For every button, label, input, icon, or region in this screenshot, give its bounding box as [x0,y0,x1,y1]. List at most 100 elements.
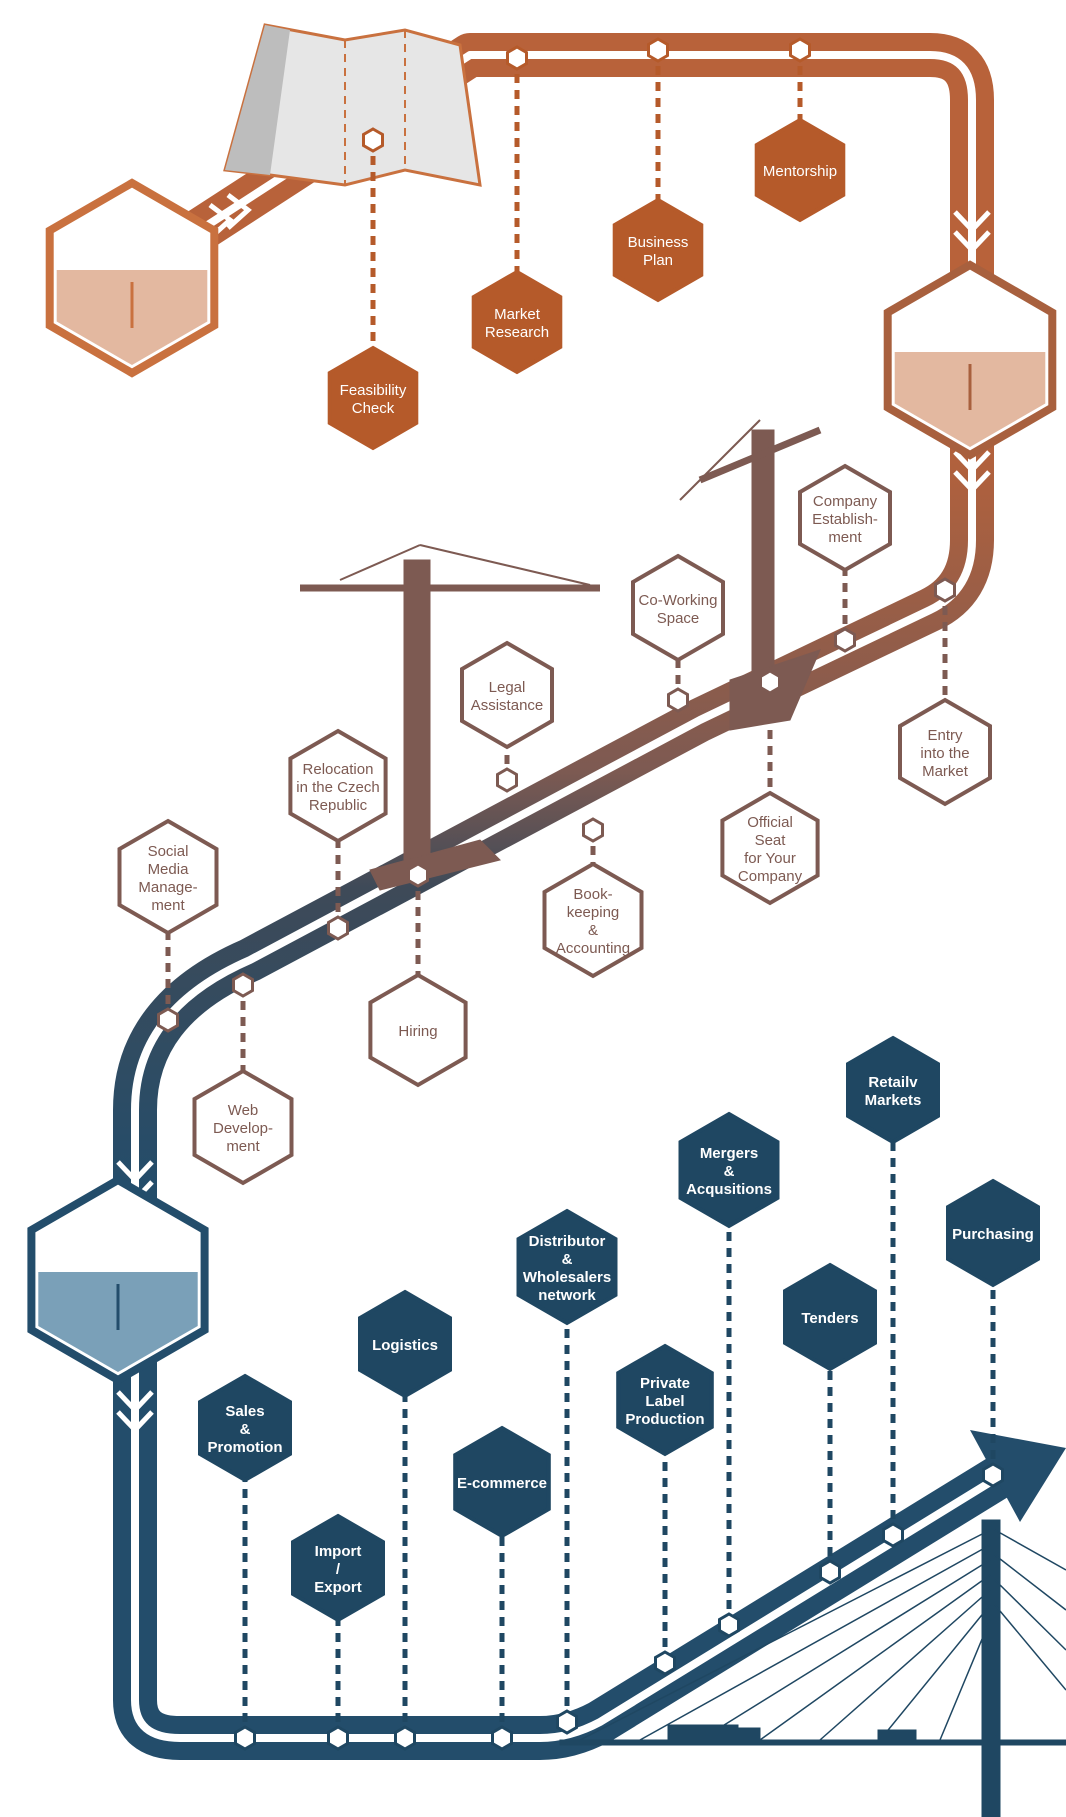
node-label: Co-Working [639,592,718,609]
plan-node-mentorship: Mentorship [754,37,846,223]
node-label: Legal [489,679,526,696]
node-label: Official [747,814,793,831]
node-label: Book- [573,886,612,903]
grow-node-sales-promotion: Sales&Promotion [198,1373,292,1751]
node-label: Plan [643,252,673,269]
road-node-marker [556,1709,578,1735]
node-label: Label [645,1393,684,1410]
implement-stage-hexagon [883,260,1057,460]
node-label: Social [148,843,189,860]
node-label: for Your [744,850,796,867]
node-label: Business [628,234,689,251]
crane-left [300,544,600,891]
node-label: ment [226,1138,260,1155]
road-node-marker [327,915,349,941]
node-label: ment [828,529,862,546]
road-node-marker [407,862,429,888]
node-label: Manage- [138,879,197,896]
node-label: Logistics [372,1337,438,1354]
node-label: Assistance [471,697,544,714]
road-node-marker [582,817,604,843]
stage-hexagons [27,178,1057,1385]
implement-node-book-keeping-accounting: Book-keeping&Accounting [542,817,644,979]
road-node-marker [654,1650,676,1676]
map-illustration [223,23,482,187]
node-label: Purchasing [952,1226,1034,1243]
road-node-marker [234,1725,256,1751]
node-label: Accounting [556,940,630,957]
bridge-illustration [559,1519,1066,1817]
road-node-marker [491,1725,513,1751]
node-label: ment [151,897,185,914]
node-label: Relocation [303,761,374,778]
node-label: Production [625,1411,704,1428]
service-nodes: FeasibilityCheckMarketResearchBusinessPl… [117,37,1040,1751]
grow-node-e-commerce: E-commerce [453,1425,551,1751]
node-label: Distributor [529,1233,606,1250]
grow-node-import-export: Import/Export [291,1513,385,1751]
road-node-marker [647,37,669,63]
node-label: Promotion [208,1439,283,1456]
road [113,33,1066,1760]
grow-stage-hexagon [27,1175,209,1385]
grow-node-purchasing: Purchasing [946,1178,1040,1488]
road-node-marker [327,1725,349,1751]
road-node-marker [496,767,518,793]
road-node-marker [232,972,254,998]
node-label: / [336,1561,341,1578]
node-label: Company [813,493,878,510]
road-node-marker [834,627,856,653]
node-label: Import [315,1543,362,1560]
node-label: Sales [225,1403,264,1420]
node-label: Market [922,763,969,780]
node-label: Mentorship [763,163,837,180]
road-node-marker [394,1725,416,1751]
road-node-marker [882,1522,904,1548]
road-chevrons [116,193,991,1434]
road-node-marker [819,1559,841,1585]
road-node-marker [362,127,384,153]
node-label: E-commerce [457,1475,547,1492]
node-label: Seat [755,832,787,849]
node-label: Check [352,400,395,417]
node-label: Establish- [812,511,878,528]
node-label: Develop- [213,1120,273,1137]
node-label: into the [920,745,969,762]
node-label: Entry [927,727,963,744]
node-label: Web [228,1102,259,1119]
node-label: Space [657,610,700,627]
node-label: & [588,922,598,939]
node-label: keeping [567,904,620,921]
road-node-marker [982,1462,1004,1488]
node-label: Acqusitions [686,1181,772,1198]
node-label: & [562,1251,573,1268]
node-label: Research [485,324,549,341]
node-label: Tenders [801,1310,858,1327]
node-label: Media [148,861,190,878]
node-label: network [538,1287,596,1304]
grow-node-tenders: Tenders [783,1262,877,1585]
node-label: Hiring [398,1023,437,1040]
node-label: Company [738,868,803,885]
node-label: Retailv [868,1074,918,1091]
road-centerline [131,51,1013,1742]
node-label: Private [640,1375,690,1392]
node-label: Export [314,1579,362,1596]
road-node-marker [506,45,528,71]
node-label: Markets [865,1092,922,1109]
road-node-marker [718,1612,740,1638]
road-node-marker [759,669,781,695]
